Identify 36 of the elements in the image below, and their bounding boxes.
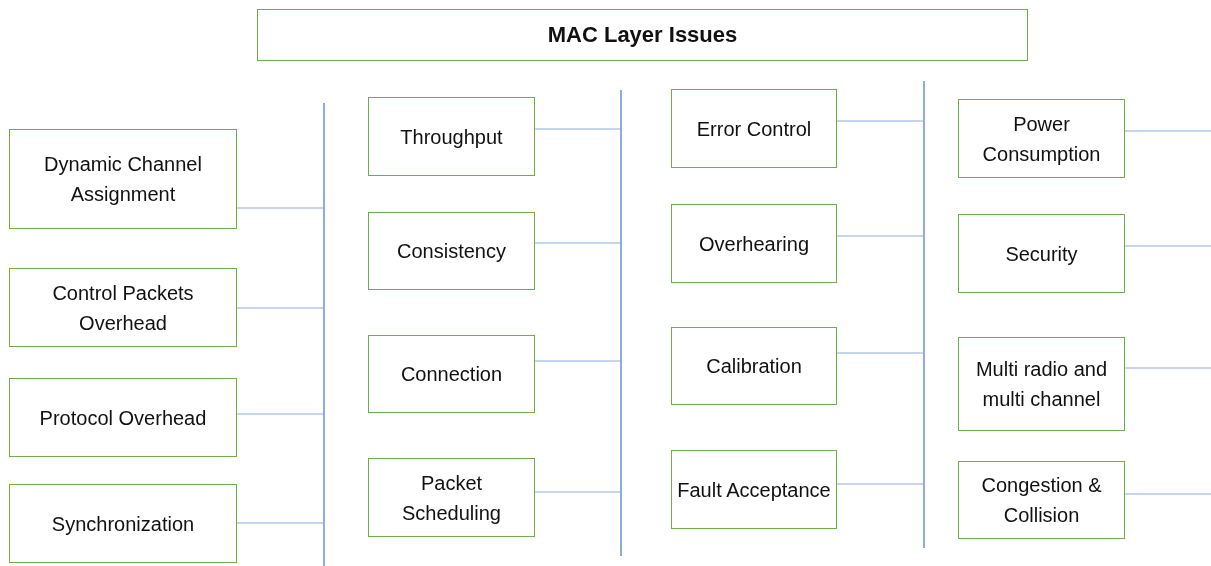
connector-line (1124, 367, 1211, 369)
topic-box: Power Consumption (958, 99, 1125, 178)
connector-line (236, 307, 324, 309)
connector-line (534, 128, 621, 130)
topic-box: Throughput (368, 97, 535, 176)
topic-box: Calibration (671, 327, 837, 405)
topic-box: Dynamic Channel Assignment (9, 129, 237, 229)
topic-box: Packet Scheduling (368, 458, 535, 537)
connector-line (1124, 245, 1211, 247)
topic-box: Connection (368, 335, 535, 413)
topic-box: Error Control (671, 89, 837, 168)
connector-line (534, 360, 621, 362)
connector-line (836, 235, 924, 237)
topic-box: Multi radio and multi channel (958, 337, 1125, 431)
bus-line (923, 81, 925, 548)
connector-line (836, 483, 924, 485)
topic-box: Overhearing (671, 204, 837, 283)
connector-line (836, 120, 924, 122)
topic-box: Security (958, 214, 1125, 293)
connector-line (534, 491, 621, 493)
topic-box: Fault Acceptance (671, 450, 837, 529)
connector-line (236, 207, 324, 209)
connector-line (236, 522, 324, 524)
connector-line (1124, 130, 1211, 132)
topic-box: Synchronization (9, 484, 237, 563)
bus-line (323, 103, 325, 566)
topic-box: Congestion & Collision (958, 461, 1125, 539)
bus-line (620, 90, 622, 556)
connector-line (836, 352, 924, 354)
connector-line (1124, 493, 1211, 495)
title-box: MAC Layer Issues (257, 9, 1028, 61)
topic-box: Consistency (368, 212, 535, 290)
topic-box: Control Packets Overhead (9, 268, 237, 347)
connector-line (534, 242, 621, 244)
connector-line (236, 413, 324, 415)
topic-box: Protocol Overhead (9, 378, 237, 457)
